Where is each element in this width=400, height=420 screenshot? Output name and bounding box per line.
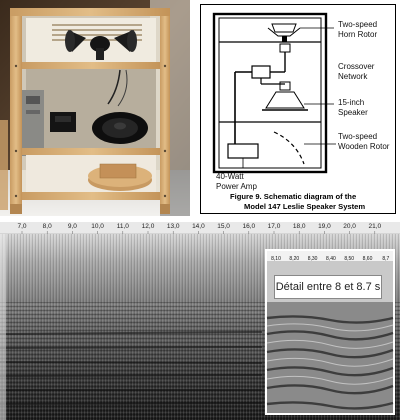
horn-rotor [65, 30, 137, 60]
time-tick-label: 11,0 [116, 223, 129, 230]
time-tick-label: 18,0 [292, 223, 306, 230]
label-power-amp: 40-Watt Power Amp [216, 172, 257, 191]
time-tick-label: 8,0 [42, 223, 52, 230]
leslie-schematic: Two-speed Horn Rotor Crossover Network 1… [200, 4, 396, 214]
detail-label: Détail entre 8 et 8.7 s [275, 281, 381, 293]
right-front-post [160, 8, 170, 210]
middle-shelf [22, 148, 162, 155]
time-tick-label: 21,0 [368, 223, 382, 230]
amp-panel [22, 90, 44, 156]
spectrogram-drawing [0, 222, 400, 420]
inset-tick-label: 8,30 [307, 256, 318, 262]
woofer-speaker [92, 112, 148, 144]
label-wooden-rotor: Two-speed Wooden Rotor [338, 132, 390, 151]
leslie-cabinet-photo [0, 0, 190, 216]
inset-tick-label: 8,50 [344, 256, 355, 262]
cabinet-photo-drawing [0, 0, 190, 216]
time-tick-label: 9,0 [67, 223, 77, 230]
schematic-wooden-rotor [273, 131, 305, 165]
detail-label-box: Détail entre 8 et 8.7 s [274, 275, 382, 299]
time-tick-label: 10,0 [91, 223, 104, 230]
cabinet-inner-outline [218, 17, 322, 169]
time-tick-label: 7,0 [17, 223, 27, 230]
caption-line-2: Model 147 Leslie Speaker System [244, 202, 366, 211]
time-tick-label: 13,0 [166, 223, 180, 230]
harmonic-bands [0, 331, 263, 405]
left-front-post [10, 8, 22, 210]
top-frame [10, 8, 170, 16]
time-tick-label: 12,0 [141, 223, 155, 230]
label-crossover-network: Crossover Network [338, 62, 375, 81]
inset-tick-label: 8,7 [382, 256, 390, 262]
inset-tick-label: 8,40 [326, 256, 336, 262]
label-15-inch-speaker: 15-inch Speaker [338, 98, 368, 117]
upper-shelf [22, 62, 162, 69]
time-axis-strip [0, 222, 400, 234]
time-tick-label: 14,0 [192, 223, 205, 230]
inset-tick-label: 8,60 [362, 256, 373, 262]
inset-tick-label: 8,20 [289, 256, 300, 262]
time-tick-label: 17,0 [267, 223, 281, 230]
bass-drum-rotor [88, 163, 152, 191]
label-horn-rotor: Two-speed Horn Rotor [338, 20, 378, 39]
schematic-border [200, 4, 396, 214]
caption-line-1: Figure 9. Schematic diagram of the [230, 192, 357, 201]
inset-tick-label: 8,10 [271, 256, 281, 262]
time-tick-label: 20,0 [343, 223, 356, 230]
spectrogram-panel: 7,0 8,0 9,0 10,0 11,0 12,0 13,0 14,0 15,0 16,0 17,… [0, 222, 400, 420]
schematic-drawing [200, 4, 396, 214]
time-tick-label: 16,0 [242, 223, 256, 230]
time-tick-label: 15,0 [217, 223, 230, 230]
cabinet-outline [212, 12, 328, 174]
bottom-shelf [22, 192, 162, 200]
schematic-speaker [262, 81, 308, 111]
time-tick-label: 19,0 [318, 223, 331, 230]
